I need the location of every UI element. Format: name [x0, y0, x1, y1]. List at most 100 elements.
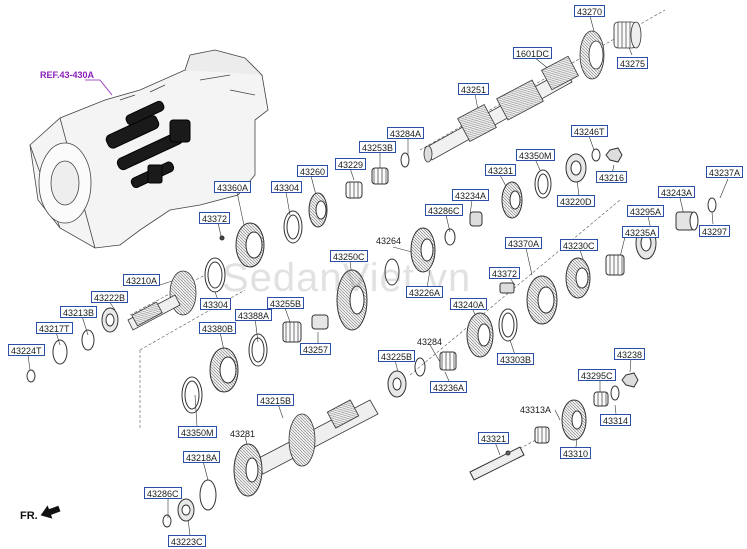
- part-label-43226A[interactable]: 43226A: [406, 286, 444, 298]
- part-label-43286C-bot[interactable]: 43286C: [144, 487, 182, 499]
- part-label-43314[interactable]: 43314: [600, 414, 632, 426]
- part-label-43216[interactable]: 43216: [596, 171, 628, 183]
- input-shaft-43210A: [127, 270, 197, 331]
- part-label-43388A[interactable]: 43388A: [235, 309, 273, 321]
- part-label-43213B[interactable]: 43213B: [60, 306, 98, 318]
- bearing-43253B: [371, 167, 389, 185]
- part-label-43372-mid[interactable]: 43372: [489, 267, 521, 279]
- bearing-43220D: [565, 153, 587, 183]
- part-label-43236A[interactable]: 43236A: [430, 381, 468, 393]
- part-label-43238[interactable]: 43238: [614, 348, 646, 360]
- gear-43230C: [565, 257, 591, 299]
- part-label-43264[interactable]: 43264: [376, 236, 402, 246]
- ring-43303B: [498, 308, 518, 342]
- part-label-43286C-mid[interactable]: 43286C: [425, 204, 463, 216]
- part-label-43220D[interactable]: 43220D: [557, 195, 595, 207]
- part-label-43210A[interactable]: 43210A: [123, 274, 161, 286]
- part-label-43243A[interactable]: 43243A: [658, 186, 696, 198]
- part-label-43224T[interactable]: 43224T: [8, 344, 45, 356]
- nut-43238: [621, 372, 639, 388]
- spacer-43234A: [469, 211, 483, 227]
- part-label-43234A[interactable]: 43234A: [452, 189, 490, 201]
- part-label-43240A[interactable]: 43240A: [450, 298, 488, 310]
- bearing-43229: [345, 181, 363, 199]
- bearing-43313A: [534, 426, 550, 444]
- part-label-43380B[interactable]: 43380B: [199, 322, 237, 334]
- part-label-43350M-bot[interactable]: 43350M: [178, 426, 217, 438]
- spacer-43372-mid: [499, 282, 515, 294]
- ring-43388A: [248, 333, 268, 367]
- part-label-43215B[interactable]: 43215B: [257, 394, 295, 406]
- clip-43286C-bot: [162, 514, 172, 528]
- part-label-43284A[interactable]: 43284A: [387, 127, 425, 139]
- bearing-43295C: [593, 391, 609, 407]
- part-label-43235A[interactable]: 43235A: [622, 226, 660, 238]
- bearing-43255B: [282, 321, 302, 343]
- synchro-43360A: [219, 222, 265, 268]
- ring-43304-top: [283, 210, 303, 244]
- part-label-43237A[interactable]: 43237A: [706, 166, 744, 178]
- part-label-43281[interactable]: 43281: [230, 429, 256, 439]
- ring-43304-mid: [204, 257, 226, 293]
- part-label-43260[interactable]: 43260: [297, 165, 329, 177]
- part-label-43257[interactable]: 43257: [300, 343, 332, 355]
- gear-43264: [410, 227, 436, 273]
- ring-43226A: [384, 258, 400, 286]
- part-label-43304-top[interactable]: 43304: [271, 181, 303, 193]
- washer-43284-mid: [414, 357, 426, 377]
- part-label-43303B[interactable]: 43303B: [497, 353, 535, 365]
- washer-43237A: [707, 197, 717, 213]
- part-label-43255B[interactable]: 43255B: [267, 297, 305, 309]
- part-label-43310[interactable]: 43310: [560, 447, 592, 459]
- nut-43216: [605, 147, 623, 163]
- part-label-1601DC[interactable]: 1601DC: [513, 47, 553, 59]
- synchro-43370A: [526, 275, 558, 325]
- part-label-43284-mid[interactable]: 43284: [417, 337, 443, 347]
- ring-43286C-mid: [444, 228, 456, 246]
- ring-43217T: [52, 339, 68, 365]
- part-label-43372-top[interactable]: 43372: [199, 212, 231, 224]
- bearing-43225B: [387, 370, 407, 398]
- reference-label[interactable]: REF.43-430A: [40, 70, 95, 80]
- part-label-43253B[interactable]: 43253B: [359, 141, 397, 153]
- part-label-43223C[interactable]: 43223C: [168, 535, 206, 547]
- gear-43260: [308, 192, 328, 228]
- idler-shaft-43321: [469, 446, 525, 481]
- part-label-43217T[interactable]: 43217T: [36, 322, 73, 334]
- gear-43240A: [466, 312, 494, 358]
- sleeve-43257: [311, 314, 329, 330]
- part-label-43304-mid[interactable]: 43304: [200, 298, 232, 310]
- bushing-43243A: [675, 211, 699, 231]
- bearing-43235A: [605, 254, 625, 276]
- idler-gear-43310: [561, 399, 587, 441]
- part-label-43321[interactable]: 43321: [478, 432, 510, 444]
- ring-43350M-bot: [181, 376, 203, 414]
- gear-43281: [233, 443, 263, 497]
- part-label-43297[interactable]: 43297: [699, 225, 731, 237]
- part-label-43230C[interactable]: 43230C: [560, 239, 598, 251]
- part-label-43295A[interactable]: 43295A: [627, 205, 665, 217]
- gear-43250C: [336, 269, 368, 331]
- part-label-43225B[interactable]: 43225B: [378, 350, 416, 362]
- housing-internal-gears: [105, 100, 191, 189]
- part-label-43350M-top[interactable]: 43350M: [516, 149, 555, 161]
- ring-43218A: [199, 479, 217, 511]
- part-label-43270[interactable]: 43270: [574, 5, 606, 17]
- ring-43350M-top: [534, 169, 552, 199]
- part-label-43250C[interactable]: 43250C: [330, 250, 368, 262]
- part-label-43295C[interactable]: 43295C: [578, 369, 616, 381]
- bearing-43236A: [439, 351, 457, 371]
- part-label-43222B[interactable]: 43222B: [91, 291, 129, 303]
- main-output-shaft: [423, 55, 579, 163]
- washer-43314: [610, 385, 620, 401]
- part-label-43251[interactable]: 43251: [458, 83, 490, 95]
- part-label-43313A[interactable]: 43313A: [520, 405, 552, 415]
- part-label-43360A[interactable]: 43360A: [214, 181, 252, 193]
- part-label-43231[interactable]: 43231: [485, 164, 517, 176]
- part-label-43370A[interactable]: 43370A: [505, 237, 543, 249]
- part-label-43246T[interactable]: 43246T: [571, 125, 608, 137]
- part-label-43218A[interactable]: 43218A: [183, 451, 221, 463]
- part-label-43275[interactable]: 43275: [617, 57, 649, 69]
- part-label-43229[interactable]: 43229: [335, 158, 367, 170]
